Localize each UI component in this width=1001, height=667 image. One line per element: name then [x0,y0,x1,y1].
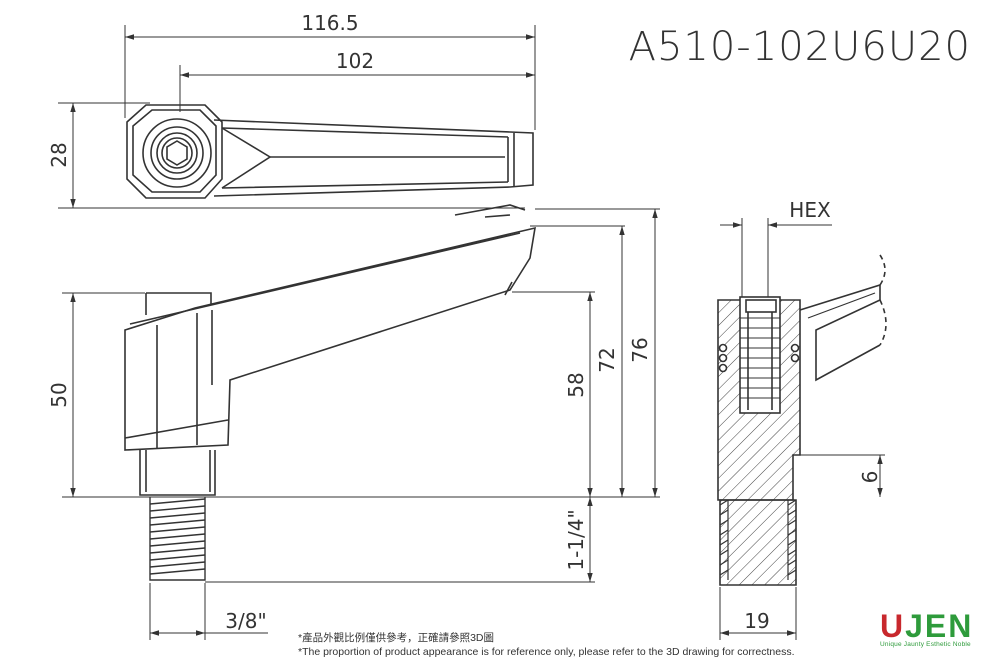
logo-rest: JEN [905,608,974,644]
dim-thread-length: 1-1/4" [564,509,588,570]
dim-thread-size: 3/8" [225,609,266,633]
thread-side [149,497,206,581]
note-english: *The proportion of product appearance is… [298,646,795,658]
section-view [717,254,887,586]
dim-hex: HEX [789,198,831,222]
logo-u: U [880,608,906,644]
dim-height-58: 58 [564,372,588,397]
side-view [124,204,536,496]
logo-tagline: Unique Jaunty Esthetic Noble [880,641,971,648]
notes: *產品外觀比例僅供參考，正確請參照3D圖 *The proportion of … [298,631,795,659]
dim-diameter-19: 19 [744,609,769,633]
dim-hub-width: 28 [47,142,71,167]
dimension-labels: 116.5 102 28 50 58 72 76 1-1/4" 3/8" HEX… [47,11,881,633]
part-number: A510-102U6U20 [628,24,971,70]
dim-height-76: 76 [628,337,652,362]
dim-height-72: 72 [595,347,619,372]
dim-height-50: 50 [47,382,71,407]
logo-wordmark: UJEN [880,608,980,644]
top-view [126,104,534,199]
dim-overall-length: 116.5 [301,11,358,35]
ujen-logo: UJEN Unique Jaunty Esthetic Noble [880,608,980,648]
dimension-lines [58,25,885,640]
note-chinese: *產品外觀比例僅供參考，正確請參照3D圖 [298,632,495,644]
dim-shoulder: 9 [857,471,881,484]
dim-lever-length: 102 [336,49,374,73]
